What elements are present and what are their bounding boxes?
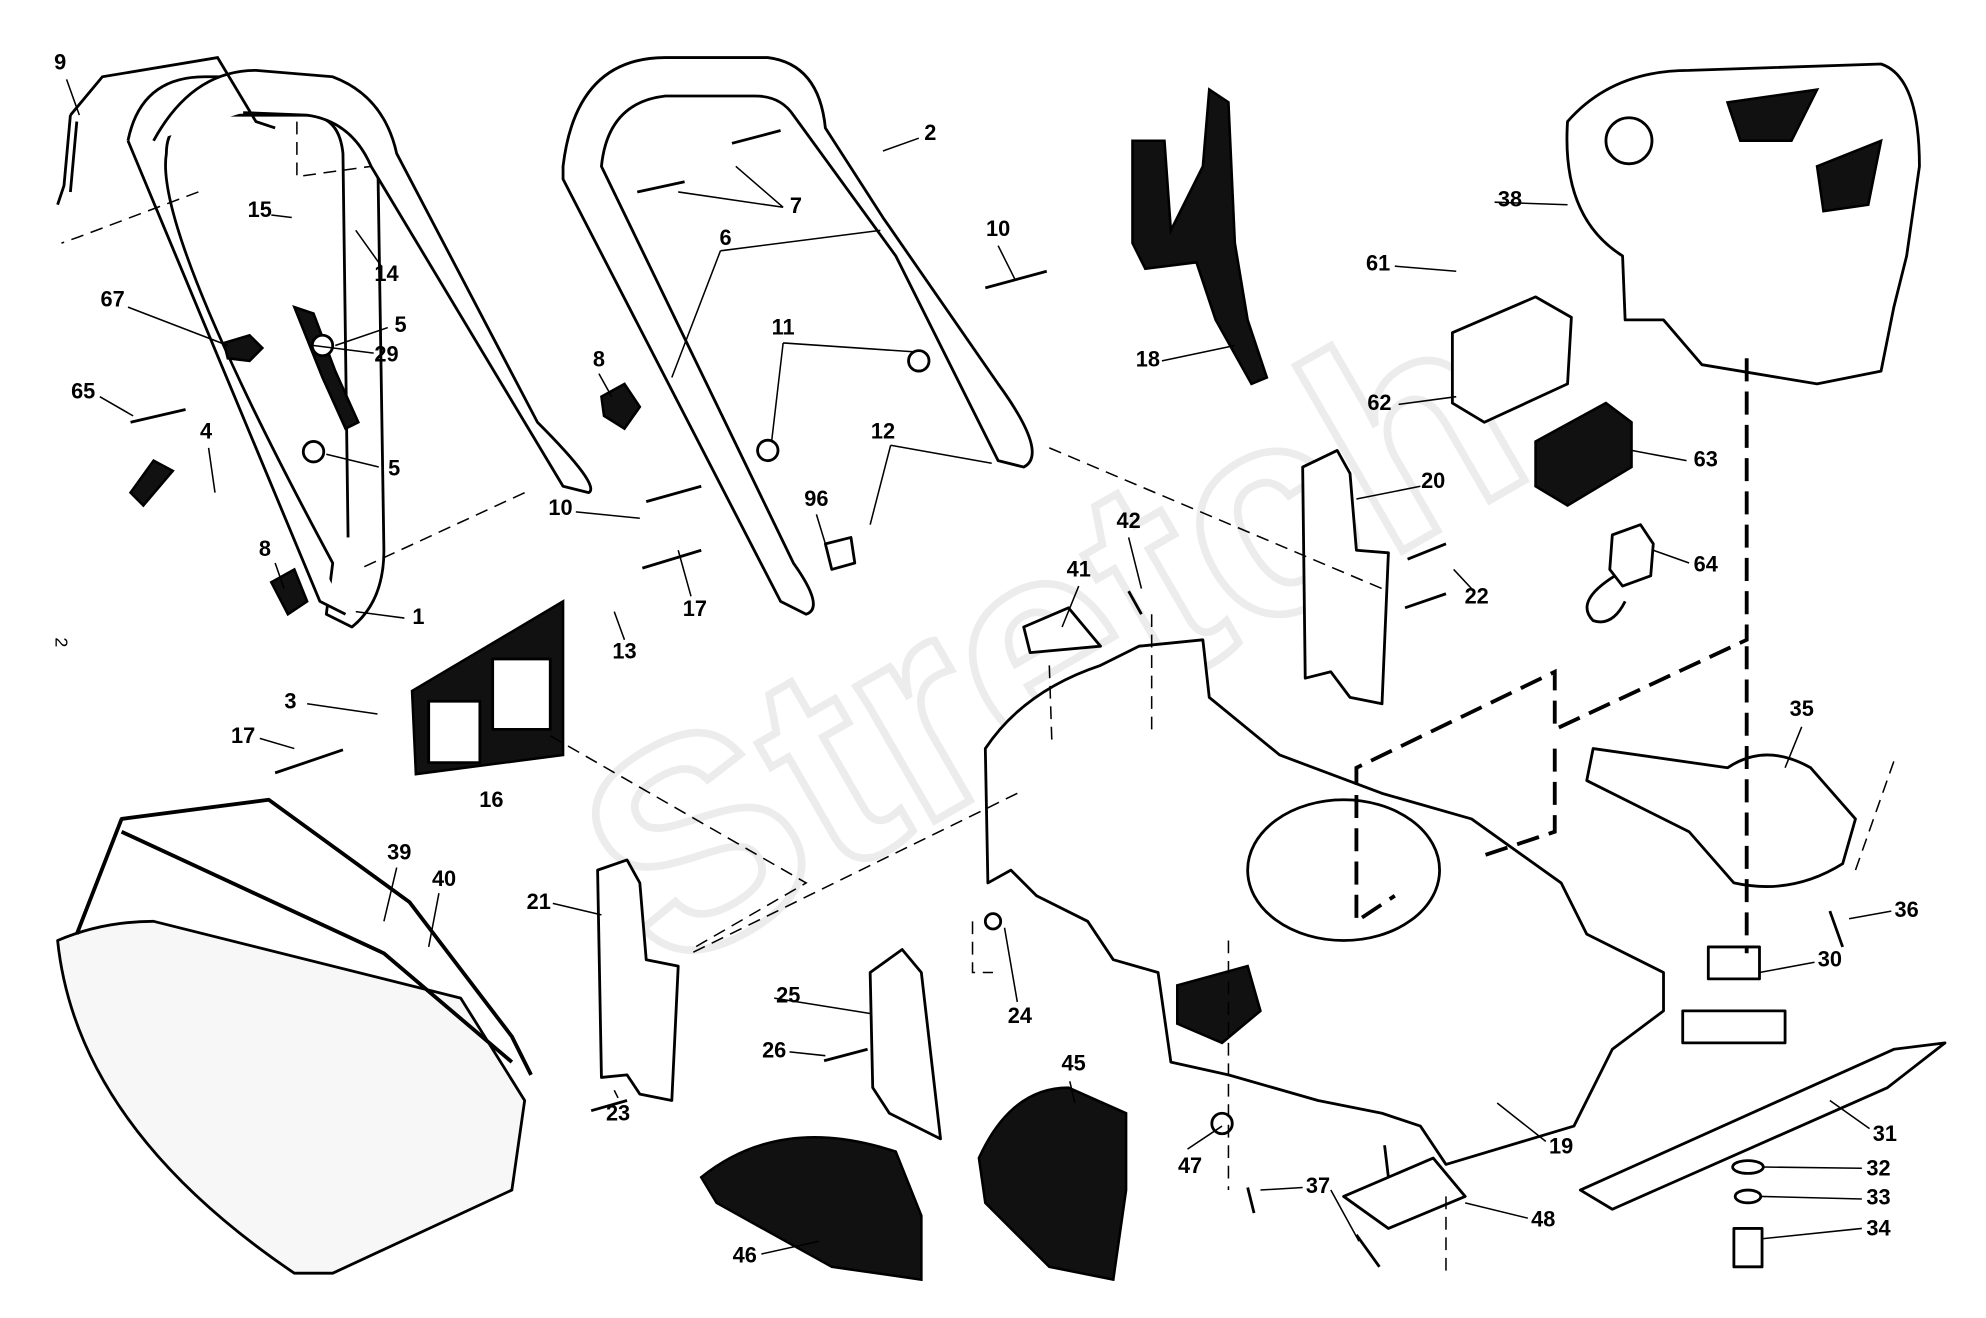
callout: 23	[606, 1100, 630, 1125]
callout: 67	[101, 286, 125, 311]
assembly-lines	[61, 121, 1895, 1274]
callout: 31	[1873, 1121, 1897, 1146]
callout: 3	[284, 688, 296, 713]
mulch-cover-45	[977, 1086, 1128, 1282]
blade-31	[1578, 1041, 1947, 1211]
callout: 8	[593, 347, 605, 372]
callout: 40	[432, 866, 456, 891]
callout: 45	[1062, 1050, 1086, 1075]
flap-window	[491, 657, 552, 731]
deck-opening	[1246, 798, 1441, 942]
flap-window	[427, 699, 482, 765]
washers	[1731, 1159, 1765, 1269]
callout: 46	[733, 1242, 757, 1267]
bolts	[130, 129, 1844, 1268]
callout: 47	[1178, 1153, 1202, 1178]
callout: 26	[762, 1038, 786, 1063]
grass-bag	[56, 919, 527, 1275]
mulch-door	[1175, 964, 1262, 1045]
callout: 15	[248, 197, 272, 222]
callout-labels: 9 2 7 15 14 10 6 67 5 29 11 18 38 61 62 …	[51, 50, 1918, 1268]
bag-frame	[75, 797, 533, 1076]
callout: 33	[1866, 1185, 1890, 1210]
callout: 8	[259, 536, 271, 561]
cable-9	[56, 56, 276, 206]
height-bracket-20	[1301, 449, 1390, 706]
spacer-base	[1681, 1009, 1787, 1045]
callout: 2	[51, 637, 71, 647]
cable-29	[292, 305, 360, 431]
deflector-25	[868, 948, 942, 1141]
callout: 48	[1531, 1206, 1555, 1231]
blade-adapter	[1585, 747, 1857, 888]
spacer-30	[1706, 945, 1761, 981]
callout: 36	[1895, 897, 1919, 922]
callout: 7	[790, 193, 802, 218]
callout: 42	[1117, 508, 1141, 533]
callout: 19	[1549, 1134, 1573, 1159]
battery-62	[1450, 295, 1573, 424]
callout: 64	[1694, 551, 1718, 576]
callout: 30	[1818, 947, 1842, 972]
callout: 11	[772, 315, 795, 340]
baffle-41	[1022, 606, 1102, 655]
callout: 21	[527, 889, 551, 914]
callout: 37	[1306, 1173, 1330, 1198]
knob-8-bottom	[269, 567, 309, 617]
callout: 34	[1866, 1215, 1890, 1240]
callout: 22	[1465, 583, 1489, 608]
callout: 25	[776, 983, 800, 1008]
callout: 9	[54, 50, 66, 75]
plate-48	[1342, 1156, 1467, 1230]
knob-67	[222, 333, 265, 363]
callout: 6	[720, 225, 732, 250]
callout: 10	[986, 216, 1010, 241]
callout: 96	[804, 486, 828, 511]
callout: 38	[1498, 187, 1522, 212]
charger-64	[1585, 523, 1655, 624]
callout: 65	[71, 379, 95, 404]
battery-63	[1534, 401, 1633, 507]
callout: 17	[231, 723, 255, 748]
callout: 63	[1694, 446, 1718, 471]
callout: 17	[683, 596, 707, 621]
callout: 13	[612, 638, 636, 663]
mulch-plug	[1131, 87, 1269, 386]
callout: 62	[1367, 390, 1391, 415]
callout: 32	[1866, 1155, 1890, 1180]
callout: 10	[548, 495, 572, 520]
knob-8-top	[600, 382, 642, 431]
callout: 2	[924, 120, 936, 145]
callout: 16	[479, 787, 503, 812]
callout: 5	[394, 312, 406, 337]
engine-grille	[1725, 87, 1883, 213]
nuts	[301, 333, 1234, 1136]
callout: 41	[1067, 556, 1091, 581]
side-chute-46	[699, 1136, 923, 1282]
upper-handle	[561, 56, 1034, 616]
handle-side	[126, 140, 347, 616]
engine	[1565, 62, 1921, 386]
callout: 12	[871, 418, 895, 443]
callout: 1	[412, 604, 424, 629]
callout: 18	[1136, 347, 1160, 372]
callout: 5	[388, 455, 400, 480]
callout: 35	[1790, 696, 1814, 721]
leader-lines	[65, 79, 1892, 1255]
callout: 4	[200, 418, 212, 443]
knob-4	[128, 459, 175, 508]
oil-cap	[1604, 116, 1654, 166]
callout: 39	[387, 839, 411, 864]
callout: 20	[1421, 468, 1445, 493]
callout: 24	[1008, 1003, 1032, 1028]
handle-top-bar	[152, 68, 593, 495]
callout: 61	[1366, 251, 1390, 276]
height-bracket-21	[596, 858, 680, 1102]
callout: 14	[374, 261, 398, 286]
callout: 29	[374, 341, 398, 366]
clip-96	[823, 536, 857, 571]
